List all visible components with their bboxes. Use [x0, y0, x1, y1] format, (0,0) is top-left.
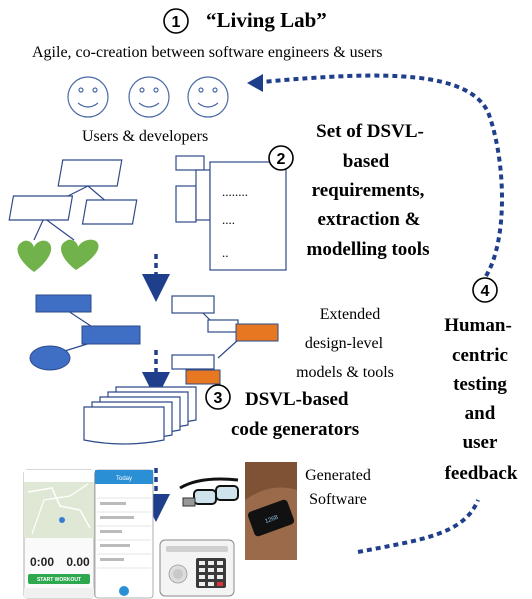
phone-header-title: Today [116, 476, 132, 482]
step-3-circle [205, 384, 231, 410]
doc-dots-2: .... [222, 212, 235, 227]
user-face-1-icon [67, 76, 109, 118]
step-3-number: 3 [214, 390, 223, 407]
user-face-3-icon [187, 76, 229, 118]
phone-time-right: 0.00 [66, 555, 90, 569]
design-model-blue [29, 294, 141, 371]
step-4-line-4: and [465, 403, 496, 424]
requirements-documents [175, 155, 287, 271]
design-white-box-mid [207, 319, 239, 333]
doc-tab-2 [175, 185, 197, 223]
step-4-line-3: testing [453, 374, 507, 395]
svg-text:1268: 1268 [264, 515, 279, 525]
design-orange-box-bottom [185, 369, 221, 385]
step-2-line-2: based [343, 151, 390, 172]
step-2-circle [268, 145, 294, 171]
generated-line-2: Software [309, 491, 367, 508]
step-4-line-2: centric [452, 345, 508, 366]
requirements-document-page [209, 161, 287, 271]
security-keypad-device [159, 539, 235, 597]
feedback-arrowhead-icon [247, 74, 263, 92]
start-workout-button [28, 574, 90, 584]
design-line-3: models & tools [296, 364, 394, 381]
step-4-number: 4 [481, 283, 490, 300]
feedback-arrow-from-software [357, 499, 480, 554]
design-line-1: Extended [320, 306, 380, 323]
design-model-orange [171, 295, 279, 385]
design-white-box-top [171, 295, 215, 314]
green-heart-right-icon [61, 239, 99, 270]
map-location-icon [59, 517, 65, 523]
design-blue-box-top [35, 294, 92, 313]
step-1-circle [163, 8, 189, 34]
step-4-circle [472, 277, 498, 303]
generated-label: Generated Software [305, 467, 371, 508]
phone-app-screenshot-right: Today [94, 469, 154, 599]
design-blue-box-middle [81, 325, 141, 345]
design-white-box-low [171, 354, 215, 370]
step-1-number: 1 [172, 14, 181, 31]
step-2-line-5: modelling tools [307, 239, 430, 260]
fitness-band-photo: 1268 [245, 462, 297, 560]
living-lab-heading: “Living Lab” [206, 8, 327, 32]
phone-add-fab-icon [119, 586, 129, 596]
step-3-line-1: DSVL-based [245, 389, 349, 410]
green-heart-left-icon [17, 240, 52, 272]
generated-line-1: Generated [305, 467, 371, 484]
step-2-number: 2 [277, 151, 286, 168]
req-box-left [8, 195, 74, 221]
doc-dots-3: .. [222, 245, 229, 260]
doc-tab-3 [195, 169, 211, 221]
requirements-model-sketch [8, 159, 138, 241]
phone-header-bar [95, 470, 153, 484]
step-2-line-3: requirements, [312, 180, 425, 201]
step-2-label: Set of DSVL- based requirements, extract… [307, 121, 430, 260]
step-3-line-2: code generators [231, 419, 359, 440]
step-2-line-1: Set of DSVL- [316, 121, 424, 142]
phone-time-left: 0:00 [30, 555, 54, 569]
step-4-label: Human- centric testing and user feedback [444, 315, 518, 484]
step-4-line-1: Human- [444, 315, 512, 336]
step-4-line-6: feedback [445, 463, 518, 484]
design-label: Extended design-level models & tools [296, 306, 394, 381]
users-developers-label: Users & developers [82, 128, 208, 145]
design-blue-ellipse [29, 345, 71, 371]
start-workout-label: START WORKOUT [37, 577, 81, 583]
smart-glasses-icon [179, 477, 239, 507]
doc-dots-1: ........ [222, 184, 248, 199]
living-lab-subtitle: Agile, co-creation between software engi… [32, 44, 383, 61]
feedback-loop-arrow [261, 73, 504, 278]
code-generator-stack [83, 386, 197, 445]
req-box-top [57, 159, 123, 187]
step-2-line-4: extraction & [318, 209, 421, 230]
user-face-2-icon [128, 76, 170, 118]
design-line-2: design-level [305, 335, 384, 352]
step-4-line-5: user [463, 432, 498, 453]
doc-tab-1 [175, 155, 205, 171]
phone-app-screenshot-left: 0:00 0.00 START WORKOUT [23, 469, 95, 599]
design-orange-box-right [235, 323, 279, 342]
req-box-right [81, 199, 138, 225]
